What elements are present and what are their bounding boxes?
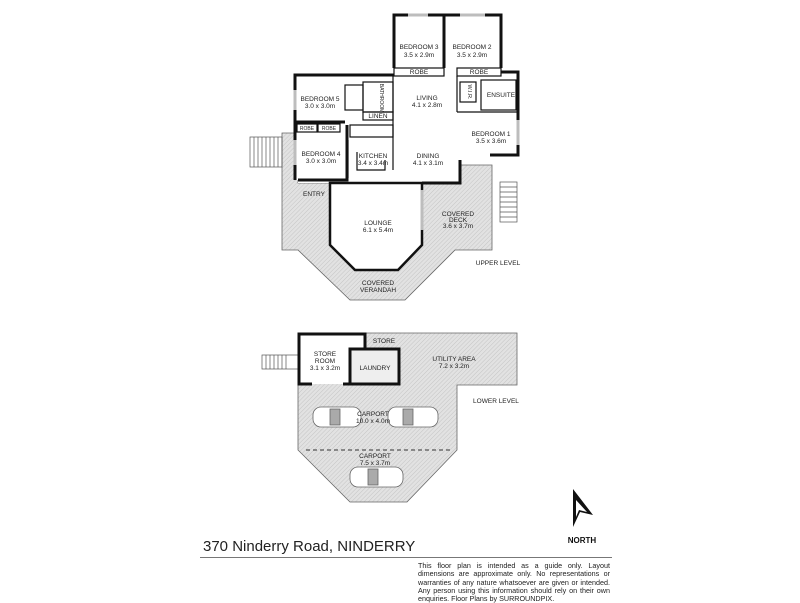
covered-deck-size: 3.6 x 3.7m xyxy=(443,223,473,230)
covered-deck-label: COVERED xyxy=(442,211,474,218)
kitchen-size: 3.4 x 3.4m xyxy=(358,160,388,167)
laundry-room xyxy=(350,349,399,384)
robe-label: ROBE xyxy=(322,126,337,132)
lower-level-label: LOWER LEVEL xyxy=(473,398,519,405)
lower-level: STORE STORE ROOM 3.1 x 3.2m LAUNDRY UTIL… xyxy=(261,332,519,503)
utility-area-label: UTILITY AREA xyxy=(432,356,476,363)
dining-label: DINING xyxy=(417,153,440,160)
bedroom-3-size: 3.5 x 2.9m xyxy=(404,52,434,59)
upper-level-label: UPPER LEVEL xyxy=(476,260,521,267)
bedroom-4-label: BEDROOM 4 xyxy=(301,151,340,158)
laundry-label: LAUNDRY xyxy=(360,365,392,372)
bedroom-2-size: 3.5 x 2.9m xyxy=(457,52,487,59)
carport-label: CARPORT xyxy=(357,411,389,418)
divider xyxy=(200,557,612,558)
bedroom-1-label: BEDROOM 1 xyxy=(471,131,510,138)
carport-label: CARPORT xyxy=(359,453,391,460)
robe-label: ROBE xyxy=(410,69,429,76)
carport-size: 7.5 x 3.7m xyxy=(360,460,390,467)
store-room-size: 3.1 x 3.2m xyxy=(310,365,340,372)
kitchen-label: KITCHEN xyxy=(359,153,388,160)
bedroom-3-label: BEDROOM 3 xyxy=(399,44,438,51)
stairs-left xyxy=(249,136,283,168)
entry-label: ENTRY xyxy=(303,191,326,198)
stairs-right xyxy=(499,181,518,223)
windows xyxy=(293,13,520,230)
living-label: LIVING xyxy=(416,95,437,102)
wir-label: W.I.R. xyxy=(466,85,472,100)
store-room-label: ROOM xyxy=(315,358,335,365)
living-size: 4.1 x 2.8m xyxy=(412,102,442,109)
store-room-label: STORE xyxy=(314,351,337,358)
covered-verandah-label: VERANDAH xyxy=(360,287,396,294)
bathroom-label: BATHROOM xyxy=(378,84,384,113)
bedroom-5-size: 3.0 x 3.0m xyxy=(305,103,335,110)
carport-size: 10.0 x 4.0m xyxy=(356,418,390,425)
bedroom-1-size: 3.5 x 3.6m xyxy=(476,138,506,145)
bedroom-4-size: 3.0 x 3.0m xyxy=(306,158,336,165)
covered-verandah-label: COVERED xyxy=(362,280,394,287)
car-icon xyxy=(387,406,439,428)
car-icon xyxy=(312,406,362,428)
bedroom-2-label: BEDROOM 2 xyxy=(452,44,491,51)
car-icon xyxy=(349,466,404,488)
lounge-label: LOUNGE xyxy=(364,220,392,227)
bedroom-5-label: BEDROOM 5 xyxy=(300,96,339,103)
covered-deck-label: DECK xyxy=(449,217,468,224)
dining-size: 4.1 x 3.1m xyxy=(413,160,443,167)
linen-label: LINEN xyxy=(368,113,387,120)
property-address: 370 Ninderry Road, NINDERRY xyxy=(203,538,416,555)
utility-area-size: 7.2 x 3.2m xyxy=(439,363,469,370)
stairs-lower xyxy=(261,354,299,370)
disclaimer: This floor plan is intended as a guide o… xyxy=(418,561,610,603)
north-label: NORTH xyxy=(567,536,597,545)
robe-label: ROBE xyxy=(470,69,489,76)
store-label: STORE xyxy=(373,338,396,345)
ensuite-label: ENSUITE xyxy=(487,92,516,99)
lounge-size: 6.1 x 5.4m xyxy=(363,227,393,234)
robe-label: ROBE xyxy=(300,126,315,132)
inner-walls xyxy=(296,67,518,178)
upper-level: BEDROOM 3 3.5 x 2.9m BEDROOM 2 3.5 x 2.9… xyxy=(249,13,521,301)
